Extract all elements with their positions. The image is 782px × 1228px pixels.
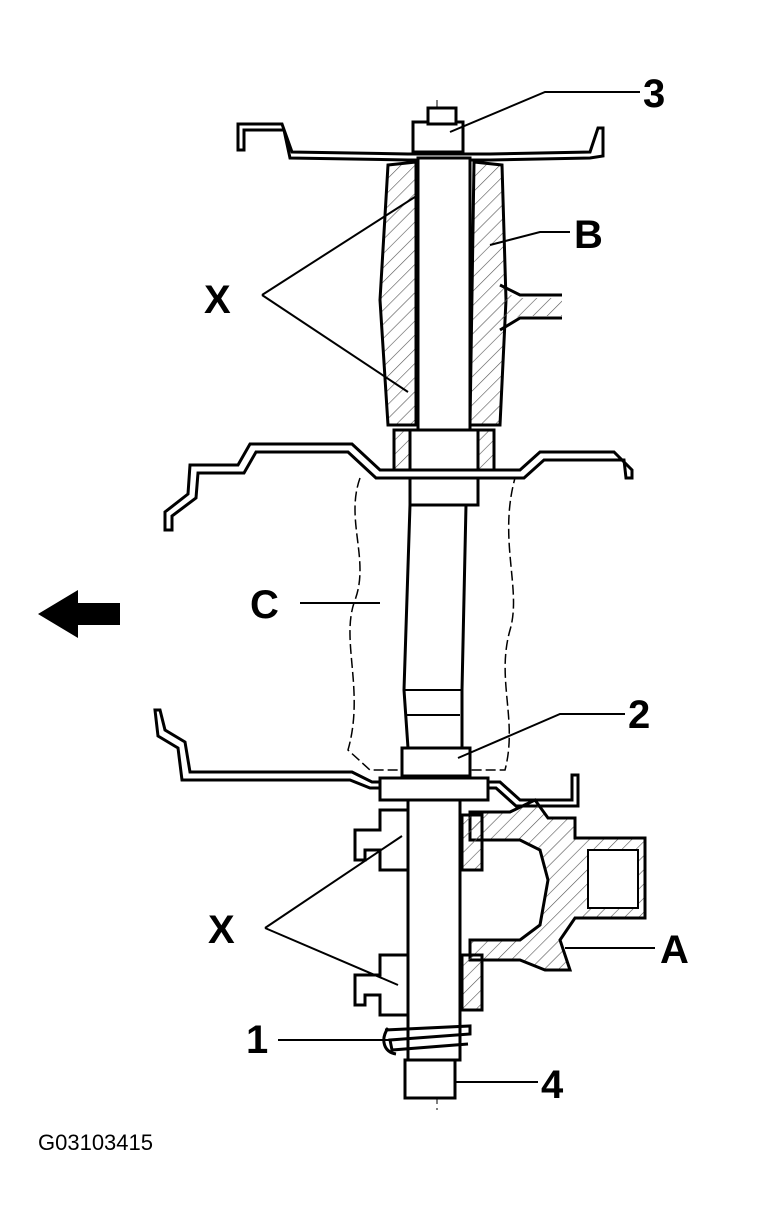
callout-2: 2 [628, 693, 651, 737]
callout-1: 1 [246, 1018, 269, 1062]
callout-x-lower: X [208, 908, 235, 952]
bracket-b-arm [499, 283, 562, 332]
callout-c: C [250, 583, 279, 627]
document-id: G03103415 [38, 1130, 153, 1155]
upper-bushing-right [468, 160, 508, 427]
arrow-left-icon [38, 590, 120, 638]
callout-4: 4 [541, 1063, 564, 1107]
callout-b: B [574, 213, 603, 257]
callout-x-upper: X [204, 278, 231, 322]
lower-bracket-lower [353, 953, 412, 1017]
carrier-a [468, 798, 647, 972]
upper-panel [236, 122, 605, 162]
washer [400, 746, 472, 778]
callout-a: A [660, 928, 689, 972]
spindle-upper [416, 156, 472, 435]
bottom-nut [403, 1058, 457, 1100]
spindle-lower [406, 798, 462, 1062]
leader-lines [261, 91, 655, 1083]
middle-panel-bottom [153, 708, 580, 808]
spring-clip [384, 1024, 472, 1052]
spindle-middle [402, 503, 468, 750]
callout-3: 3 [643, 72, 666, 116]
middle-panel-top [163, 442, 634, 532]
top-nut [411, 120, 465, 154]
upper-bushing-left [378, 160, 418, 427]
